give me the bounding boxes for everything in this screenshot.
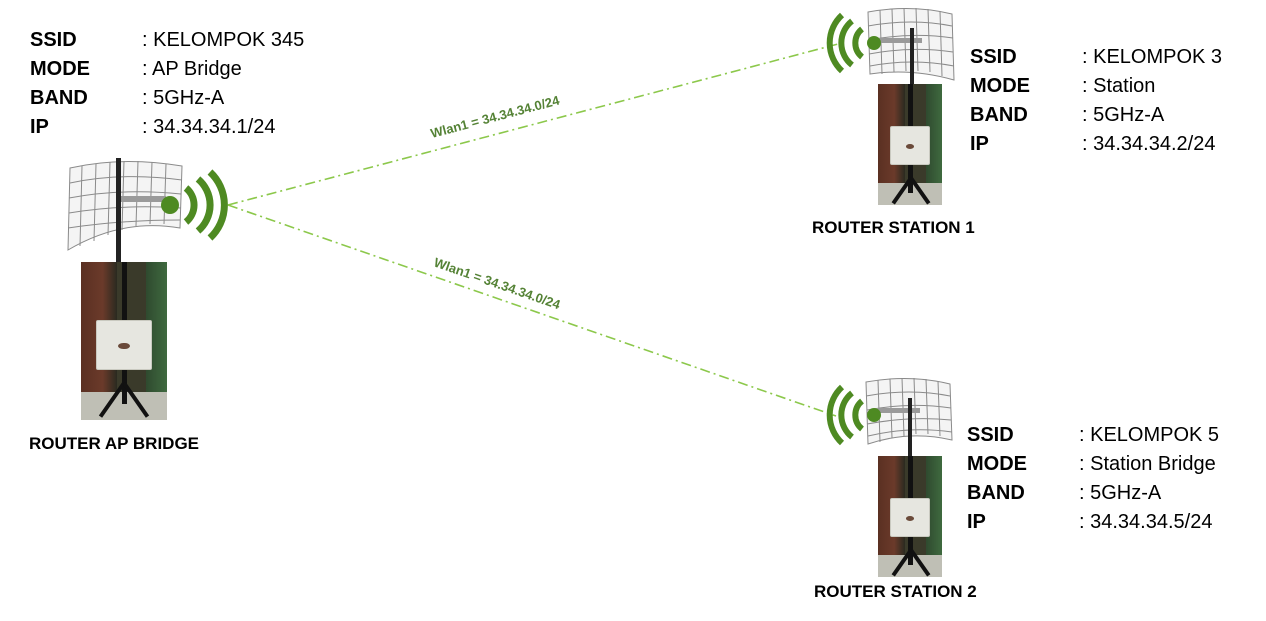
info-key: SSID [970, 46, 1017, 68]
info-row-ip: IP : 34.34.34.2/24 [970, 130, 1222, 159]
info-value: : Station Bridge [1079, 453, 1216, 475]
link-label-station-2: Wlan1 = 34.34.34.0/24 [432, 255, 563, 313]
ap-bridge-info: SSID : KELOMPOK 345 MODE : AP Bridge BAN… [30, 26, 304, 142]
info-row-band: BAND : 5GHz-A [967, 479, 1219, 508]
info-value: : 5GHz-A [142, 87, 225, 109]
info-key: IP [30, 116, 49, 138]
wifi-signal-icon [826, 12, 881, 74]
info-row-ip: IP : 34.34.34.1/24 [30, 113, 304, 142]
info-row-band: BAND : 5GHz-A [970, 101, 1222, 130]
info-row-ssid: SSID : KELOMPOK 5 [967, 421, 1219, 450]
info-value: : AP Bridge [142, 58, 242, 80]
router-photo [81, 262, 167, 420]
info-key: IP [967, 511, 986, 533]
station-1-info: SSID : KELOMPOK 3 MODE : Station BAND : … [970, 43, 1222, 159]
link-label-station-1: Wlan1 = 34.34.34.0/24 [429, 92, 562, 141]
info-value: : 34.34.34.2/24 [1082, 133, 1216, 155]
info-value: : 34.34.34.1/24 [142, 116, 276, 138]
info-key: SSID [967, 424, 1014, 446]
info-row-ip: IP : 34.34.34.5/24 [967, 508, 1219, 537]
info-value: : KELOMPOK 345 [142, 29, 305, 51]
node-label-station-2: ROUTER STATION 2 [814, 582, 977, 601]
router-photo [878, 456, 942, 577]
info-key: BAND [30, 87, 88, 109]
info-key: SSID [30, 29, 77, 51]
info-value: : 5GHz-A [1082, 104, 1165, 126]
node-label-ap-bridge: ROUTER AP BRIDGE [29, 434, 200, 453]
info-row-ssid: SSID : KELOMPOK 3 [970, 43, 1222, 72]
info-value: : 34.34.34.5/24 [1079, 511, 1213, 533]
node-label-station-1: ROUTER STATION 1 [812, 218, 975, 237]
grid-dish-antenna-icon [867, 7, 955, 86]
info-row-band: BAND : 5GHz-A [30, 84, 304, 113]
info-row-mode: MODE : Station [970, 72, 1222, 101]
link-ap-to-station-1 [227, 43, 839, 206]
info-row-ssid: SSID : KELOMPOK 345 [30, 26, 304, 55]
info-key: BAND [970, 104, 1028, 126]
info-row-mode: MODE : AP Bridge [30, 55, 304, 84]
info-value: : Station [1082, 75, 1156, 97]
station-2-info: SSID : KELOMPOK 5 MODE : Station Bridge … [967, 421, 1219, 537]
wifi-signal-icon [826, 384, 881, 446]
info-key: BAND [967, 482, 1025, 504]
grid-dish-antenna-icon [67, 158, 183, 268]
info-key: MODE [967, 453, 1027, 475]
router-photo [878, 84, 942, 205]
info-key: IP [970, 133, 989, 155]
wifi-signal-icon [161, 169, 228, 241]
info-value: : 5GHz-A [1079, 482, 1162, 504]
link-ap-to-station-2 [227, 204, 837, 417]
info-value: : KELOMPOK 5 [1079, 424, 1220, 446]
info-row-mode: MODE : Station Bridge [967, 450, 1219, 479]
info-value: : KELOMPOK 3 [1082, 46, 1223, 68]
info-key: MODE [30, 58, 90, 80]
info-key: MODE [970, 75, 1030, 97]
